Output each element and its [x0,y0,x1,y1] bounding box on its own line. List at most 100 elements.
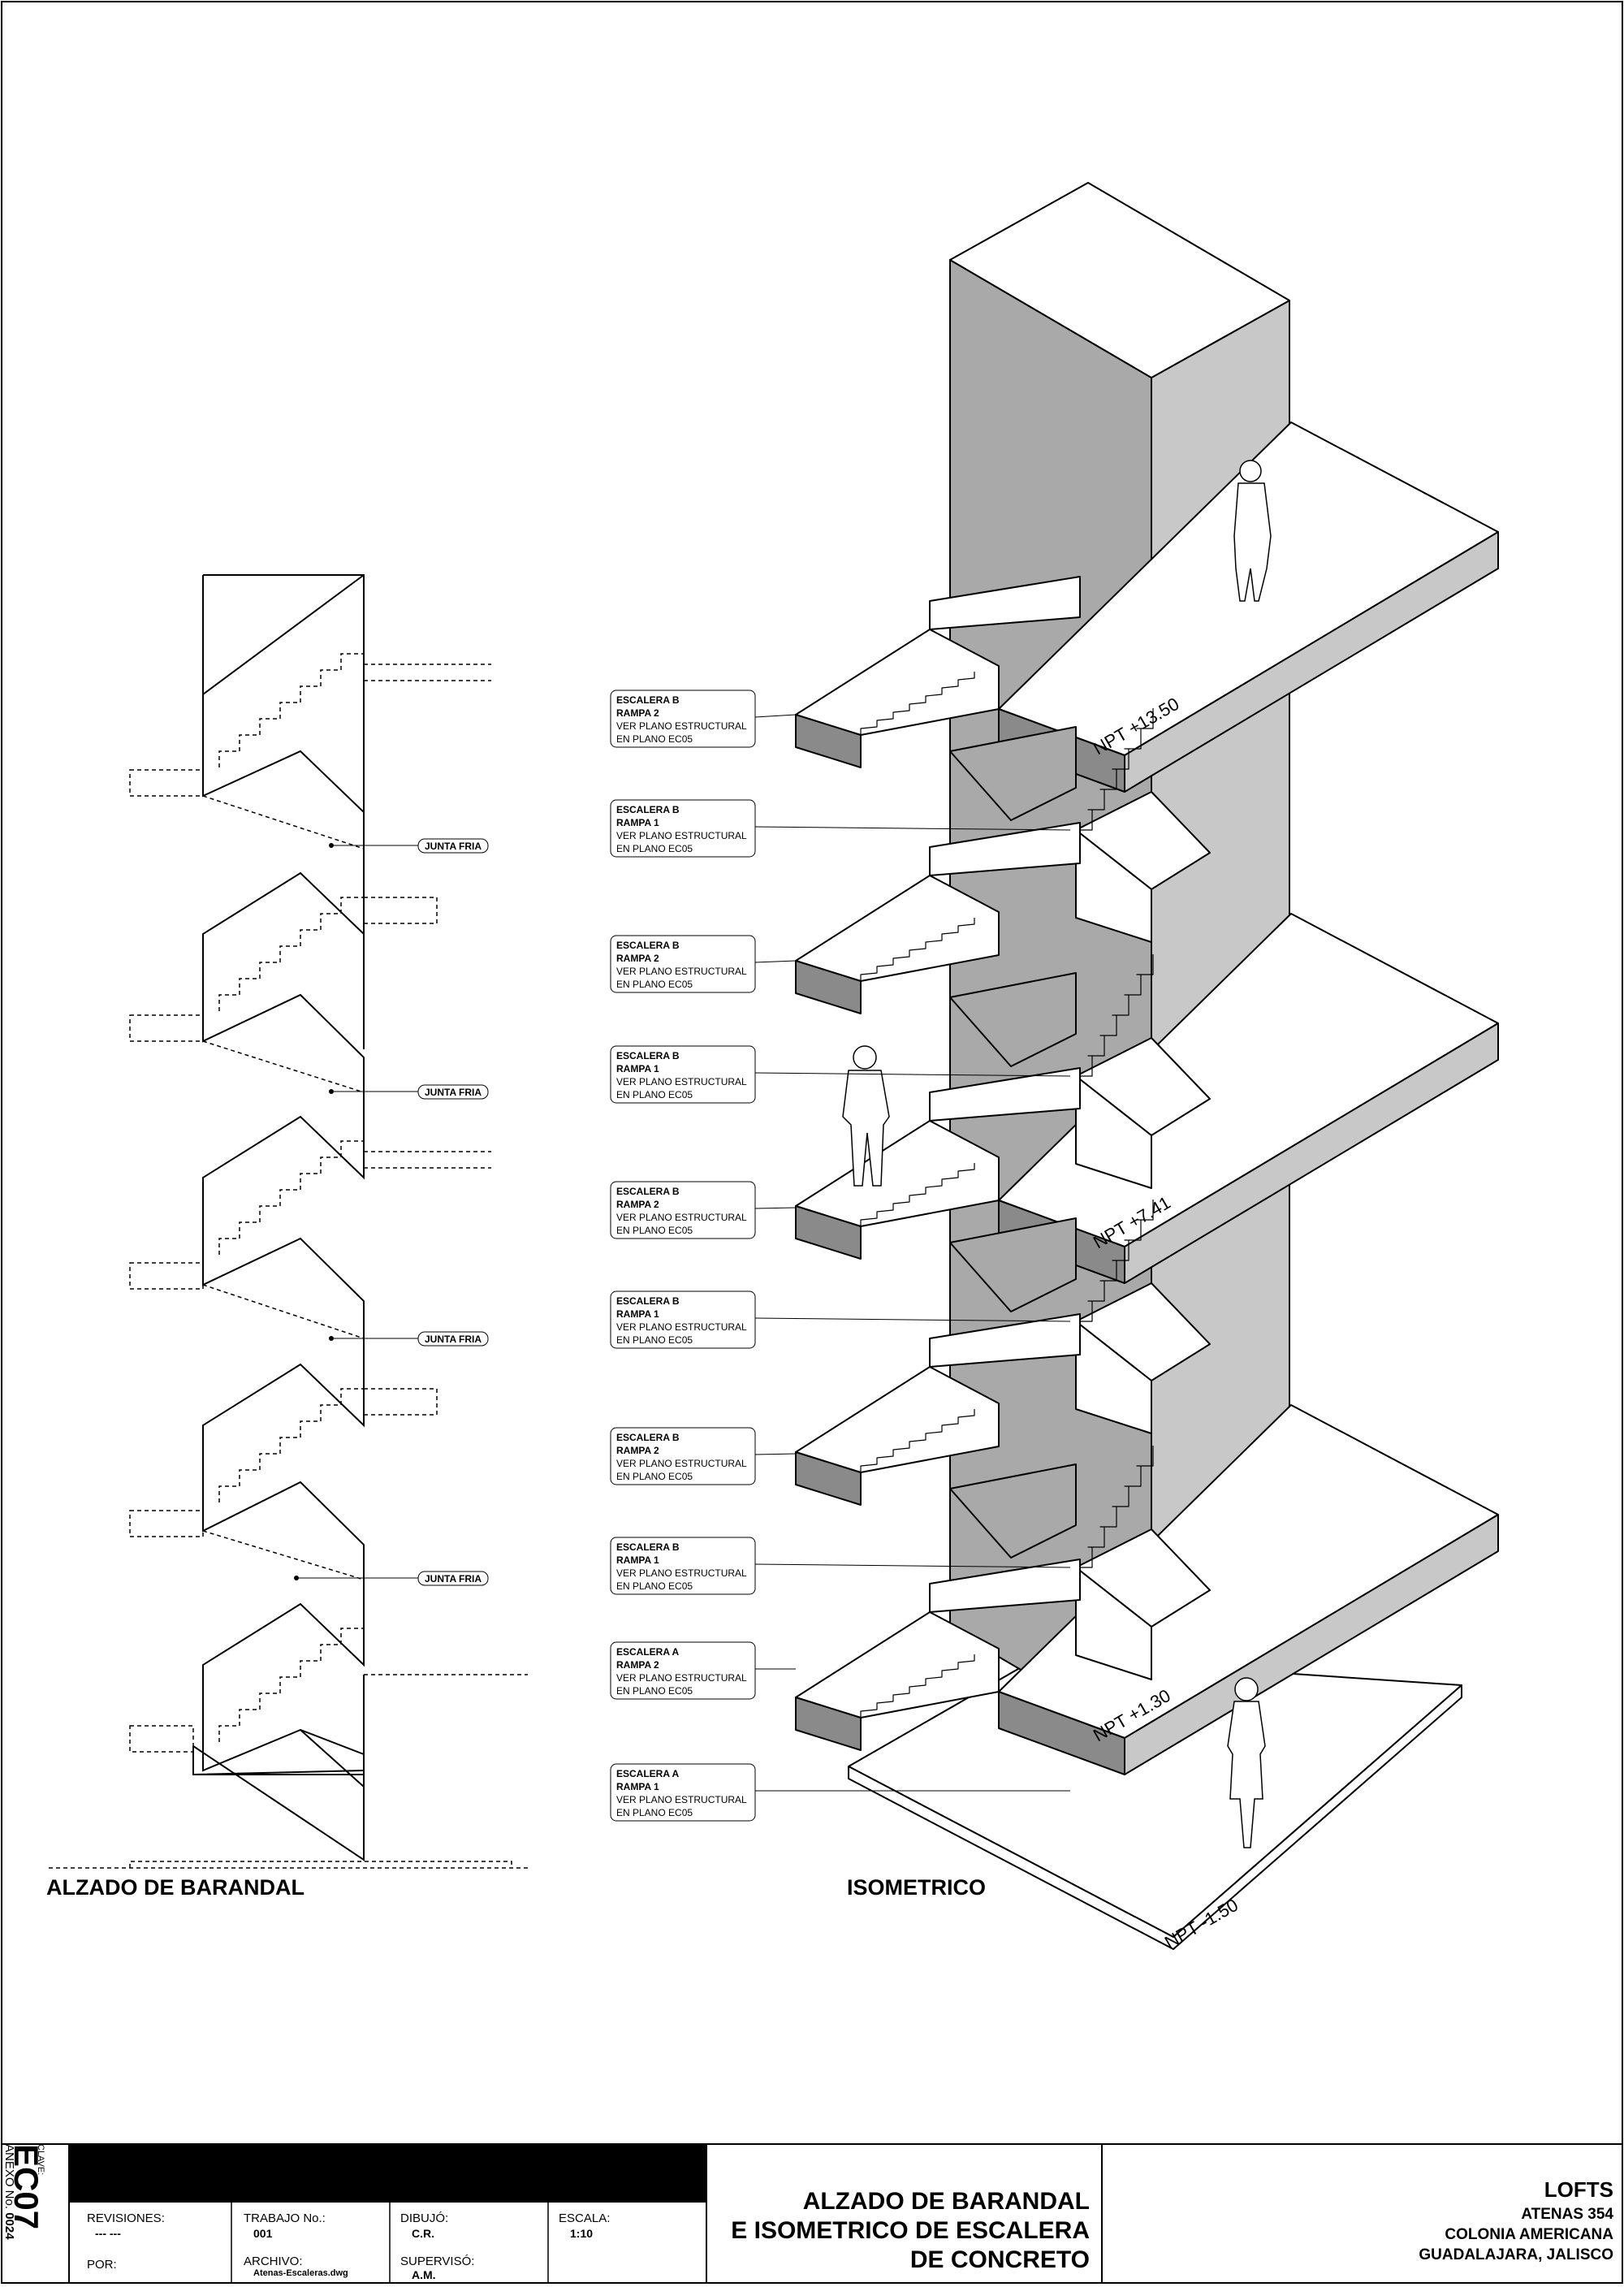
ramp-callout-line3: VER PLANO ESTRUCTURAL [616,1076,747,1087]
ramp-callout-box [610,1641,756,1700]
parapet-wall [929,576,1081,630]
junta-fria-callout-1: JUNTA FRIA [329,838,489,854]
revisiones-label: REVISIONES: [87,2211,165,2225]
anexo-row: ANEXO No. 0024 [0,2144,16,2287]
ramp-callout-line4: EN PLANO EC05 [616,843,693,854]
title-block-black-bar [69,2144,706,2203]
stair-steps [860,1654,975,1718]
stair-steps [860,1163,975,1226]
title-block-frame [1,2143,1623,2284]
sheet-code-cell: CLAVE: EC07 ANEXO No. 0024 [0,2142,68,2287]
project-city: GUADALAJARA, JALISCO [1419,2246,1613,2263]
ramp-callout-box [610,1537,756,1595]
person-silhouette-middle [842,1045,890,1187]
ramp-callout-line3: VER PLANO ESTRUCTURAL [616,1567,747,1579]
ramp-callout-line4: EN PLANO EC05 [616,1089,693,1100]
project-address: ATENAS 354 [1521,2206,1613,2223]
ramp-callout-box [610,935,756,993]
ramp-callout-line2: RAMPA 2 [616,707,659,719]
ramp-b1-side [1075,1075,1152,1189]
ramp-callout-leader [754,1563,1071,1568]
project-colonia: COLONIA AMERICANA [1445,2226,1613,2243]
alzado-outline-right [203,574,365,1049]
ramp-callout-line2: RAMPA 1 [616,817,659,828]
stair-steps [860,918,975,981]
ramp-b1-side [1075,1321,1152,1434]
junta-fria-callout-4: JUNTA FRIA [294,1571,489,1586]
ramp-callout-line4: EN PLANO EC05 [616,979,693,990]
ramp-callout-leader [754,1453,797,1455]
ramp-callout-box [610,1181,756,1239]
ramp-callout-leader [754,1072,1071,1077]
ramp-callout-line1: ESCALERA B [616,940,680,951]
floor-slab-front [998,1691,1125,1775]
ramp-callout-box [610,1290,756,1349]
alzado-zigzag [202,574,365,1789]
ramp-b1-steps [1076,1446,1154,1568]
ramp-callout-line2: RAMPA 1 [616,1063,659,1074]
ramp-underside [949,726,1077,821]
stair-steps [860,672,975,735]
ramp-callout-leader [754,960,797,963]
ramp-underside [949,972,1077,1067]
ramp-callout-line2: RAMPA 2 [616,1199,659,1210]
parapet-wall [929,822,1081,876]
alzado-bottom-diagonal [192,1746,365,1776]
landing-front [795,714,862,768]
isometrico-floor-slabs [795,422,1499,1775]
stair-steps [860,1409,975,1472]
ramp-callout-line4: EN PLANO EC05 [616,1225,693,1236]
ramp-callout-line1: ESCALERA B [616,1186,680,1197]
archivo-label: ARCHIVO: [244,2255,303,2268]
ramp-callout-leader [754,1317,1071,1322]
ramp-callout-leader [754,714,797,718]
ramp-callout-line1: ESCALERA B [616,1432,680,1443]
ramp-callout-line4: EN PLANO EC05 [616,1471,693,1482]
ramp-b1-steps [1076,1200,1154,1322]
ramp-callout-line3: VER PLANO ESTRUCTURAL [616,1672,747,1684]
person-silhouette-top [1233,460,1272,602]
ramp-callout-box [610,1045,756,1104]
ramp-underside [949,1217,1077,1312]
landing-front [795,1697,862,1751]
ramp-callout-line3: VER PLANO ESTRUCTURAL [616,720,747,732]
ramp-callout-line4: EN PLANO EC05 [616,1580,693,1592]
dibujo-label: DIBUJÓ: [400,2211,449,2225]
ramp-callout-line1: ESCALERA A [616,1768,679,1779]
ramp-b1-steps [1076,708,1154,831]
ramp-callout-line1: ESCALERA B [616,1050,680,1061]
svg-text:JUNTA FRIA: JUNTA FRIA [425,1334,482,1345]
landing-front [795,1205,862,1260]
ramp-callout-leader [754,826,1071,831]
tower-top [949,182,1290,378]
parapet-wall [929,1313,1081,1368]
parapet-wall [929,1067,1081,1122]
ramp-callout-line2: RAMPA 2 [616,1659,659,1671]
alzado-base [300,1729,365,1860]
project-info: LOFTS ATENAS 354 COLONIA AMERICANA GUADA… [1112,2175,1613,2265]
ramp-callout-line4: EN PLANO EC05 [616,733,693,745]
ramp-callout-line1: ESCALERA B [616,804,680,815]
trabajo-label: TRABAJO No.: [244,2211,326,2225]
ramp-callout-line3: VER PLANO ESTRUCTURAL [616,1321,747,1333]
ramp-callout-line2: RAMPA 1 [616,1781,659,1792]
ground-slab-edge [848,1684,1462,1950]
ramp-callout-box [610,690,756,748]
dibujo-value: C.R. [412,2227,434,2240]
junta-fria-callout-2: JUNTA FRIA [329,1084,489,1100]
trabajo-value: 001 [253,2227,273,2240]
escala-value: 1:10 [570,2227,594,2240]
ramp-callout-line4: EN PLANO EC05 [616,1807,693,1818]
ramp-callout-line3: VER PLANO ESTRUCTURAL [616,966,747,977]
anexo-label: ANEXO No. [2,2144,16,2210]
anexo-value: 0024 [2,2212,16,2240]
archivo-value: Atenas-Escaleras.dwg [253,2268,348,2278]
ramp-b1-steps [1076,954,1154,1077]
svg-text:JUNTA FRIA: JUNTA FRIA [425,1573,482,1584]
